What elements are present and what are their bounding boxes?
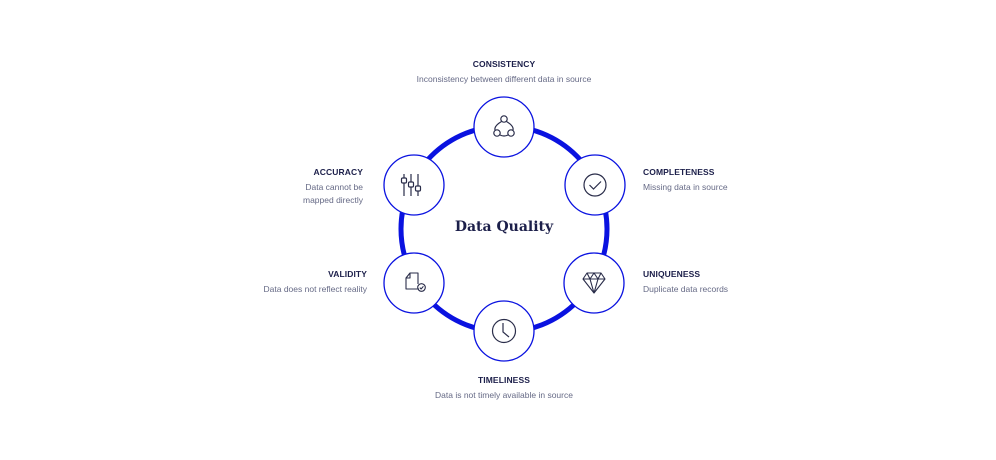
completeness-title: COMPLETENESS <box>643 167 715 177</box>
document-check-icon <box>405 272 426 292</box>
validity-description: Data does not reflect reality <box>263 284 367 294</box>
uniqueness-title: UNIQUENESS <box>643 269 701 279</box>
center-title: Data Quality <box>454 219 554 235</box>
node-accuracy <box>383 154 445 216</box>
node-validity <box>383 252 445 314</box>
accuracy-title: ACCURACY <box>313 167 363 177</box>
validity-title: VALIDITY <box>328 269 367 279</box>
check-circle-icon <box>583 173 607 197</box>
timeliness-description: Data is not timely available in source <box>435 390 573 400</box>
sliders-icon <box>400 174 422 196</box>
node-consistency <box>473 96 535 158</box>
consistency-title: CONSISTENCY <box>472 59 536 69</box>
network-icon <box>493 115 515 137</box>
node-timeliness <box>473 300 535 362</box>
timeliness-title: TIMELINESS <box>477 375 530 385</box>
diamond-icon <box>582 272 606 294</box>
node-completeness <box>564 154 626 216</box>
node-uniqueness <box>563 252 625 314</box>
consistency-description: Inconsistency between different data in … <box>416 74 592 84</box>
completeness-description: Missing data in source <box>643 182 728 192</box>
accuracy-description-line-1: Data cannot be <box>305 182 363 192</box>
uniqueness-description: Duplicate data records <box>643 284 729 294</box>
accuracy-description-line-2: mapped directly <box>302 195 363 205</box>
clock-icon <box>491 318 517 344</box>
